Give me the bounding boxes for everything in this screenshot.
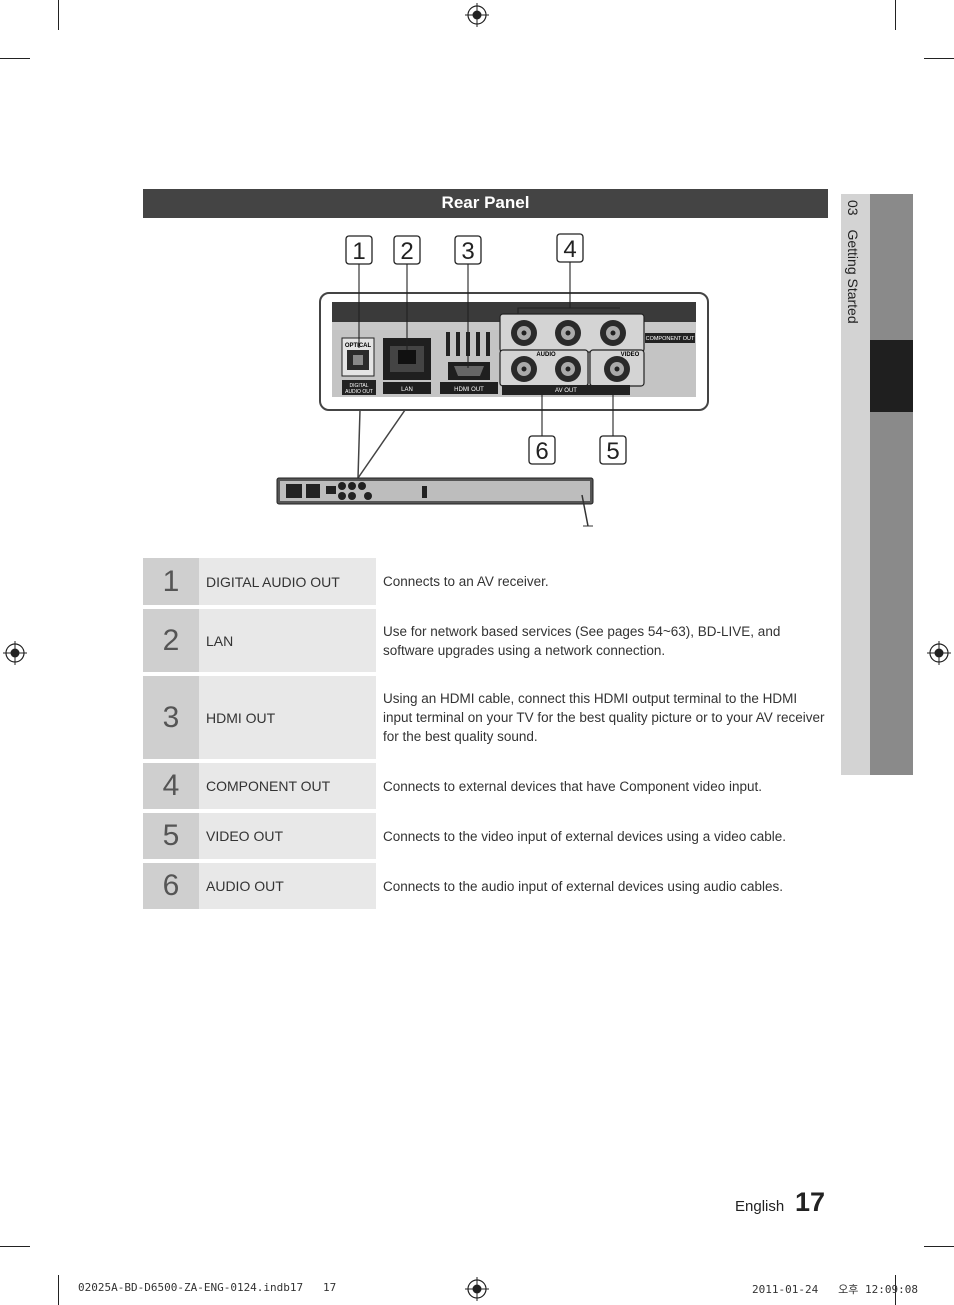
crop-mark bbox=[924, 1246, 954, 1247]
page-number: 17 bbox=[795, 1187, 826, 1217]
row-description: Connects to the audio input of external … bbox=[383, 878, 784, 894]
row-description: Using an HDMI cable, connect this HDMI o… bbox=[383, 691, 825, 744]
crop-mark bbox=[924, 58, 954, 59]
svg-text:AUDIO OUT: AUDIO OUT bbox=[345, 389, 373, 395]
callout-1: 1 bbox=[345, 235, 373, 265]
footer-language: English bbox=[735, 1198, 785, 1215]
table-row: 1 DIGITAL AUDIO OUT Connects to an AV re… bbox=[143, 558, 828, 605]
registration-mark-icon bbox=[465, 3, 489, 27]
row-description: Connects to an AV receiver. bbox=[383, 574, 549, 589]
callout-5: 5 bbox=[599, 435, 627, 465]
row-description: Connects to the video input of external … bbox=[383, 828, 787, 844]
row-label: VIDEO OUT bbox=[199, 813, 376, 859]
row-number: 2 bbox=[143, 609, 199, 672]
print-slug-date: 2011-01-24 오후 12:09:08 bbox=[752, 1283, 918, 1296]
registration-mark-icon bbox=[465, 1277, 489, 1301]
crop-mark bbox=[58, 0, 59, 30]
row-label: COMPONENT OUT bbox=[199, 763, 376, 809]
table-row: 3 HDMI OUT Using an HDMI cable, connect … bbox=[143, 676, 828, 759]
rear-panel-diagram: 1 2 3 4 6 5 OPTICAL DIGITAL AUDIO OUT LA… bbox=[276, 233, 709, 527]
svg-text:AUDIO: AUDIO bbox=[536, 352, 556, 358]
registration-mark-icon bbox=[927, 641, 951, 665]
row-description: Use for network based services (See page… bbox=[383, 623, 781, 658]
svg-text:VIDEO: VIDEO bbox=[621, 352, 640, 358]
svg-text:OPTICAL: OPTICAL bbox=[345, 343, 372, 349]
callout-label: 5 bbox=[606, 438, 619, 465]
crop-mark bbox=[0, 58, 30, 59]
row-number: 5 bbox=[143, 813, 199, 859]
svg-text:DIGITAL: DIGITAL bbox=[349, 383, 368, 389]
row-number: 3 bbox=[143, 676, 199, 759]
callout-label: 3 bbox=[461, 238, 474, 265]
row-number: 1 bbox=[143, 558, 199, 605]
row-label: HDMI OUT bbox=[199, 676, 376, 759]
row-number: 6 bbox=[143, 863, 199, 909]
row-description: Connects to external devices that have C… bbox=[383, 778, 762, 794]
row-label: AUDIO OUT bbox=[199, 863, 376, 909]
row-number: 4 bbox=[143, 763, 199, 809]
callout-label: 2 bbox=[400, 238, 413, 265]
table-row: 5 VIDEO OUT Connects to the video input … bbox=[143, 813, 828, 859]
crop-mark bbox=[58, 1275, 59, 1305]
row-label: DIGITAL AUDIO OUT bbox=[199, 558, 376, 605]
print-slug-file: 02025A-BD-D6500-ZA-ENG-0124.indb17 17 bbox=[78, 1281, 337, 1294]
callout-6: 6 bbox=[528, 435, 556, 465]
crop-mark bbox=[0, 1246, 30, 1247]
svg-text:COMPONENT OUT: COMPONENT OUT bbox=[646, 336, 695, 342]
table-row: 6 AUDIO OUT Connects to the audio input … bbox=[143, 863, 828, 909]
chapter-number: 03 bbox=[845, 200, 861, 216]
callout-2: 2 bbox=[393, 235, 421, 265]
registration-mark-icon bbox=[3, 641, 27, 665]
section-title: Rear Panel bbox=[143, 189, 828, 218]
svg-text:LAN: LAN bbox=[401, 387, 413, 393]
table-row: 4 COMPONENT OUT Connects to external dev… bbox=[143, 763, 828, 809]
svg-text:AV OUT: AV OUT bbox=[555, 388, 577, 394]
crop-mark bbox=[895, 1275, 896, 1305]
callout-label: 1 bbox=[352, 238, 365, 265]
svg-text:HDMI OUT: HDMI OUT bbox=[454, 387, 484, 393]
chapter-label: Getting Started bbox=[845, 229, 861, 324]
rear-panel-spec-table: 1 DIGITAL AUDIO OUT Connects to an AV re… bbox=[143, 558, 828, 909]
row-label: LAN bbox=[199, 609, 376, 672]
callout-3: 3 bbox=[454, 235, 482, 265]
crop-mark bbox=[895, 0, 896, 30]
chapter-side-tab: 03 Getting Started bbox=[841, 194, 913, 775]
callout-label: 6 bbox=[535, 438, 548, 465]
callout-label: 4 bbox=[563, 236, 576, 263]
table-row: 2 LAN Use for network based services (Se… bbox=[143, 609, 828, 672]
callout-4: 4 bbox=[556, 233, 584, 263]
